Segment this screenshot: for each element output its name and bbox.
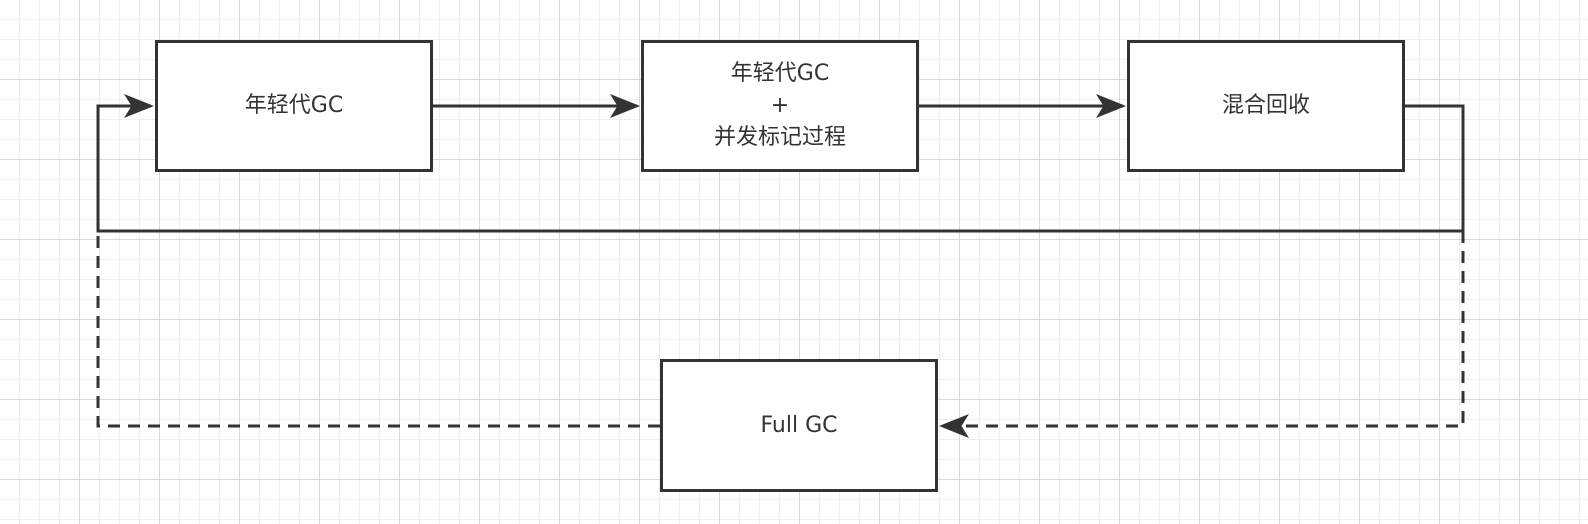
edge-mixed-to-full: [939, 231, 1465, 438]
node-full-gc[interactable]: Full GC: [660, 359, 938, 492]
edge-full-to-young: [96, 231, 660, 428]
edge-mixed-to-young: [96, 94, 1465, 233]
node-young-gc-concurrent-label-line1: 年轻代GC: [730, 61, 830, 86]
node-young-gc-concurrent-label-line2: +: [770, 93, 790, 118]
node-full-gc-label: Full GC: [760, 412, 838, 438]
node-young-gc-concurrent-label-line3: 并发标记过程: [713, 125, 846, 150]
node-young-gc-concurrent-marking[interactable]: 年轻代GC + 并发标记过程: [641, 40, 919, 172]
node-young-gc[interactable]: 年轻代GC: [155, 40, 433, 172]
node-mixed-gc-label: 混合回收: [1221, 93, 1310, 118]
node-mixed-gc[interactable]: 混合回收: [1127, 40, 1405, 172]
node-young-gc-label: 年轻代GC: [244, 93, 344, 118]
